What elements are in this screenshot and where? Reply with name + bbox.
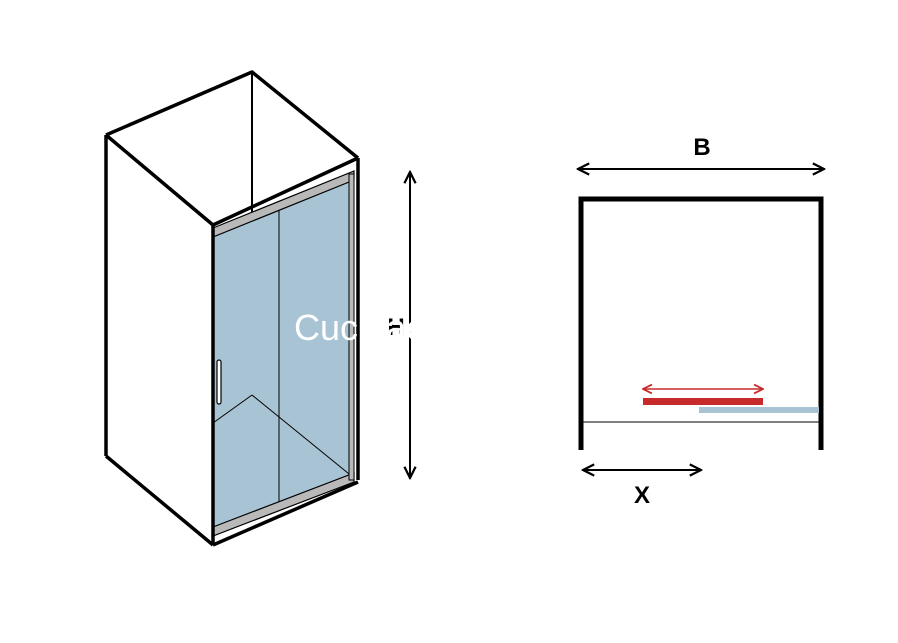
height-label: H [387,314,404,341]
plan-view: B X [578,134,824,509]
sliding-door-panel [643,398,763,405]
watermark-text: Cucinaebagno [294,307,526,348]
height-dimension: H [387,172,410,478]
glass-door-panel [213,176,354,536]
floor-lines [212,394,355,479]
enclosure-outline [104,70,360,547]
width-label: B [693,134,710,161]
plan-walls [578,196,824,450]
fixed-glass-panel [699,407,819,413]
door-handle-icon [216,359,222,405]
opening-label: X [634,482,650,509]
right-frame-profile [348,173,355,481]
enclosure-3d-view [104,70,360,547]
